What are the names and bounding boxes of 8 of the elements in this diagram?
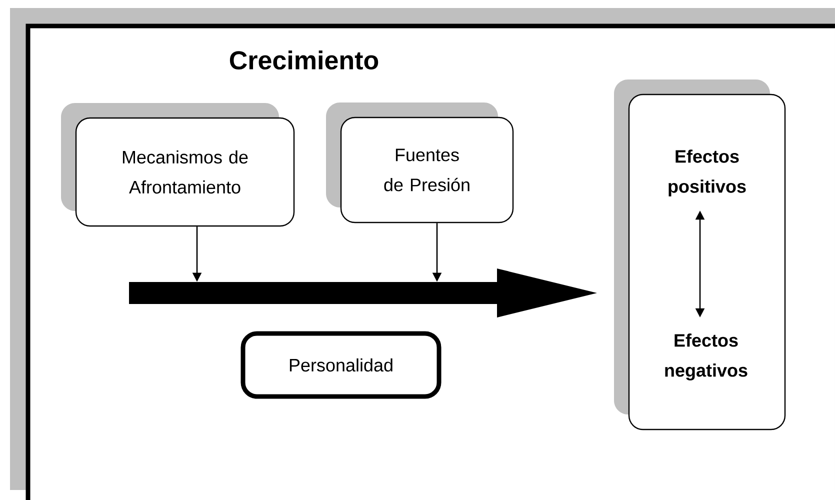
effects-box (614, 80, 786, 430)
title: Crecimiento (230, 50, 378, 70)
effect-label: Efectos positivos (668, 150, 746, 196)
process-box: Fuentes de Presión (326, 102, 514, 224)
process-box: Personalidad (240, 331, 442, 399)
effect-label: Efectos negativos (665, 334, 748, 380)
process-box: Mecanismos de Afrontamiento (61, 103, 295, 227)
timeline-arrow (129, 268, 597, 318)
